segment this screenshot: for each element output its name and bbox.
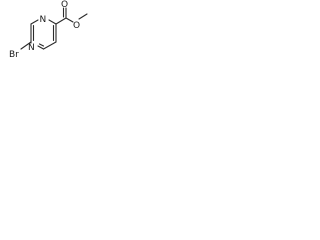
ring-bond-c2-n1 bbox=[30, 19, 39, 25]
ester-oxygen: O bbox=[73, 21, 80, 31]
bond-ring-carbonyl-c bbox=[55, 17, 67, 25]
ring-bond-c4-n3 bbox=[37, 45, 45, 50]
ring-bond-n1-c6 bbox=[48, 19, 57, 25]
chemical-structure-diagram: N N Br O O bbox=[9, 0, 88, 60]
ring-nitrogen-bottom: N bbox=[28, 43, 35, 53]
bond-c-br bbox=[20, 41, 32, 50]
bond-ester-o-methyl bbox=[78, 13, 88, 20]
ring-bond-c4-n3-double bbox=[38, 43, 45, 47]
ring-nitrogen-top: N bbox=[40, 15, 47, 25]
ring-bond-c5-c4 bbox=[42, 41, 57, 50]
carbonyl-oxygen: O bbox=[61, 0, 68, 10]
bromine-atom: Br bbox=[9, 50, 19, 60]
bond-carbonyl-ester-o bbox=[65, 17, 74, 23]
